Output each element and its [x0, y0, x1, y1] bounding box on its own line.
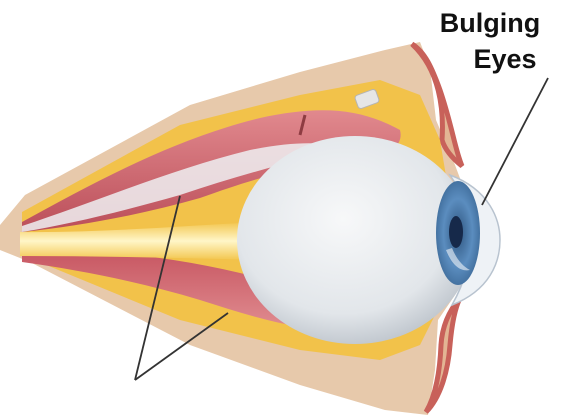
label-eyes: Eyes: [473, 44, 536, 74]
label-bulging: Bulging: [440, 8, 540, 38]
bulging-eyes-pointer: [482, 78, 548, 205]
pupil: [449, 216, 463, 248]
